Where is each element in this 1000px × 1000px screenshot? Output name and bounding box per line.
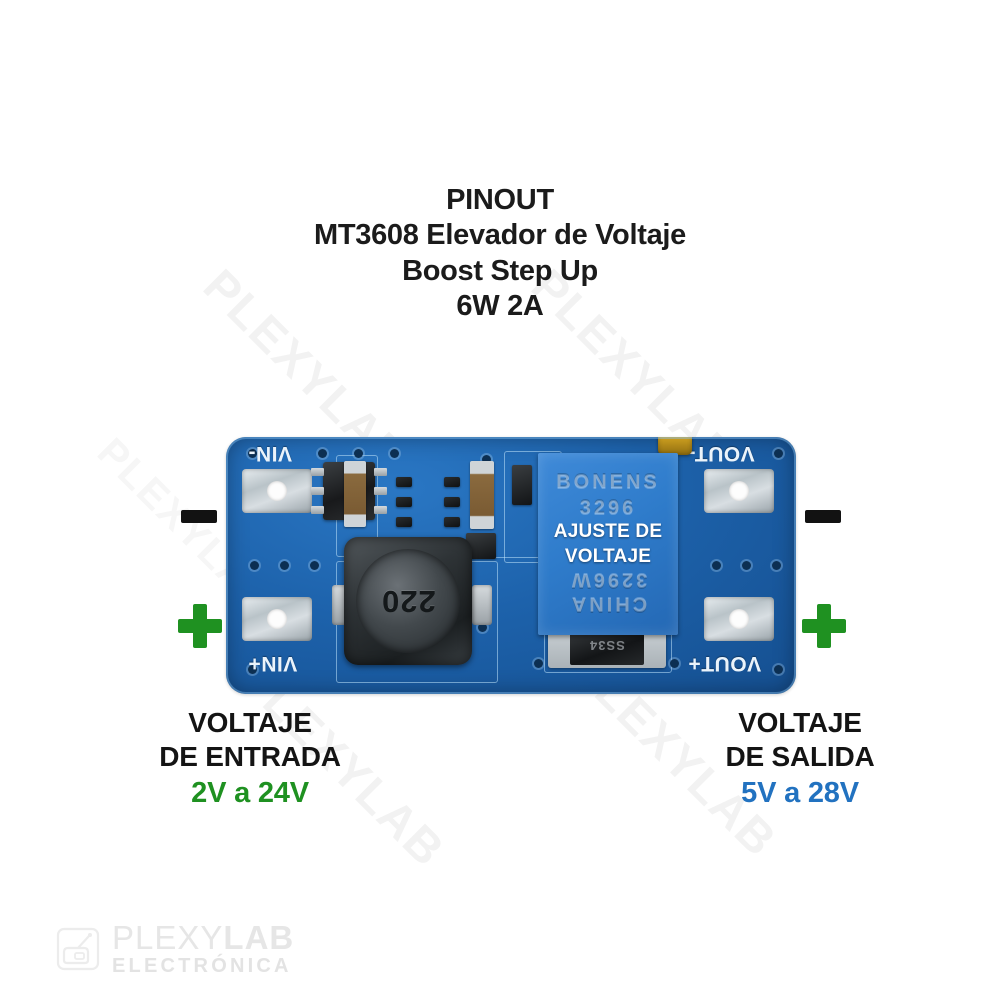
inductor-code: 220 [380,584,436,619]
via [772,561,781,570]
pad-hole [729,481,749,501]
pot-callout-line2: VOLTAJE [564,546,652,568]
via [248,449,257,458]
title-power: 6W 2A [456,290,544,323]
pot-callout-label: AJUSTE DE VOLTAJE [538,519,678,569]
via [318,449,327,458]
via [280,561,289,570]
pot-emboss-brand: BONENS [556,471,660,493]
plexylab-logo: PLEXYLAB ELECTRÓNICA [56,921,294,976]
voltage-adjust-potentiometer[interactable]: BONENS 3296 AJUSTE DE VOLTAJE 3296W CHIN… [538,453,678,635]
page-title: PINOUT MT3608 Elevador de Voltaje Boost … [0,183,1000,325]
logo-wordmark: PLEXYLAB ELECTRÓNICA [112,921,294,976]
title-boost: Boost Step Up [402,254,598,287]
chip-pin [374,506,387,514]
smd-resistor [512,465,532,505]
chip-pin [374,468,387,476]
pad-hole [729,609,749,629]
via [534,659,543,668]
logo-name-bold: LAB [223,919,295,956]
chip-pin [311,487,324,495]
pot-callout-line1: AJUSTE DE [553,521,663,542]
input-label-line1: VOLTAJE [188,707,312,738]
inductor-tab [472,585,492,625]
via [774,449,783,458]
radio-device-icon [56,926,100,972]
smd-resistor [396,517,412,527]
inductor-core: 220 [356,549,460,653]
power-inductor: 220 [344,537,472,665]
output-label-line2: DE SALIDA [725,740,875,772]
pad-hole [267,609,287,629]
logo-subtitle: ELECTRÓNICA [112,955,292,977]
input-positive-marker [178,604,222,648]
title-pinout: PINOUT [446,184,554,216]
logo-name: PLEXYLAB [112,921,294,954]
input-voltage-label: VOLTAJE DE ENTRADA 2V a 24V [40,706,460,811]
mt3608-board-photo: VIN- VIN+ VOUT- VOUT+ 220 [226,437,796,694]
pad-vout-positive [704,597,774,641]
silk-label-vout-positive: VOUT+ [688,652,762,675]
smd-resistor [444,517,460,527]
via [774,665,783,674]
via [712,561,721,570]
diode-code: SS34 [589,637,625,653]
chip-pin [311,468,324,476]
output-voltage-label: VOLTAJE DE SALIDA 5V a 28V [625,706,975,811]
pad-hole [267,481,287,501]
via [354,449,363,458]
pad-vin-positive [242,597,312,641]
output-label-line1: VOLTAJE [738,707,862,738]
title-product: MT3608 Elevador de Voltaje [313,219,687,252]
via [670,659,679,668]
smd-resistor [444,477,460,487]
input-label-line2: DE ENTRADA [159,740,341,772]
smd-resistor [444,497,460,507]
chip-pin [311,506,324,514]
output-negative-marker [805,510,841,523]
smd-resistor [396,497,412,507]
via [310,561,319,570]
via [248,665,257,674]
logo-name-light: PLEXY [112,919,224,956]
output-positive-marker [802,604,846,648]
via [250,561,259,570]
smd-capacitor [470,461,494,529]
via [390,449,399,458]
via [742,561,751,570]
input-negative-marker [181,510,217,523]
pad-vout-negative [704,469,774,513]
pad-vin-negative [242,469,312,513]
output-voltage-range: 5V a 28V [741,777,859,810]
pot-emboss-model: 3296 [579,497,637,519]
smd-capacitor [344,461,366,527]
pot-emboss-line4: CHINA [568,593,648,615]
chip-pin [374,487,387,495]
pcb-substrate: VIN- VIN+ VOUT- VOUT+ 220 [226,437,796,694]
potentiometer-adjust-screw[interactable] [658,437,692,455]
silk-label-vin-positive: VIN+ [248,652,298,675]
via [482,455,491,464]
pot-emboss-line3: 3296W [568,569,648,591]
silk-label-vin-negative: VIN- [248,442,292,465]
silk-label-vout-negative: VOUT- [688,442,755,465]
via [478,623,487,632]
smd-resistor [396,477,412,487]
input-voltage-range: 2V a 24V [191,777,309,810]
